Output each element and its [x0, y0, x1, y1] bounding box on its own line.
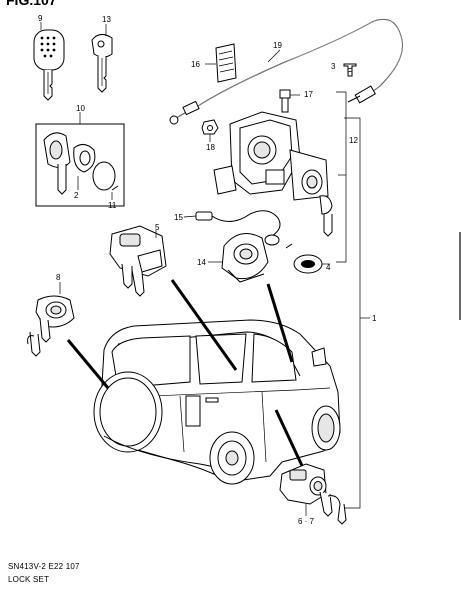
immobilizer-ring-14 [221, 233, 269, 283]
callout-4: 4 [326, 263, 331, 272]
antenna-coil-15 [195, 210, 281, 246]
screw-17 [343, 63, 357, 77]
callout-18: 18 [206, 143, 215, 152]
callout-5: 5 [155, 223, 160, 232]
callout-19: 16 [191, 60, 200, 69]
key-9 [33, 29, 65, 101]
figure-name: LOCK SET [8, 575, 50, 584]
figure-title: FIG.107 [6, 0, 57, 8]
callout-17: 3 [331, 62, 336, 71]
callout-15: 15 [174, 213, 183, 222]
callout-1: 1 [372, 314, 377, 323]
ignition-switch-assembly [213, 111, 333, 237]
label-card-19 [215, 43, 237, 83]
bracket-2 [336, 91, 347, 263]
callout-12: 11 [108, 201, 117, 210]
key-13 [91, 34, 113, 93]
back-door-lock-6-7 [279, 463, 347, 525]
figure-code: SN413V-2 E22 107 [8, 562, 80, 571]
callout-14: 14 [197, 258, 206, 267]
pointer-lines [66, 279, 306, 471]
callout-9: 9 [38, 14, 43, 23]
lock-kit-box-10 [35, 123, 125, 207]
callout-11: 2 [74, 191, 79, 200]
ring-switch-4 [285, 243, 323, 274]
nut-18 [201, 119, 219, 135]
cable-16 [169, 18, 404, 125]
callout-8: 8 [56, 273, 61, 282]
callout-6-7: 6 · 7 [298, 517, 315, 526]
callout-3: 17 [304, 90, 313, 99]
bracket-1 [344, 117, 370, 509]
vehicle-body [93, 319, 341, 485]
door-lock-8 [27, 295, 75, 357]
door-lock-5 [109, 225, 167, 297]
callout-13: 13 [102, 15, 111, 24]
callout-10: 10 [76, 104, 85, 113]
callout-16: 19 [273, 41, 282, 50]
bolt-3 [279, 89, 291, 113]
callout-2: 12 [349, 136, 358, 145]
